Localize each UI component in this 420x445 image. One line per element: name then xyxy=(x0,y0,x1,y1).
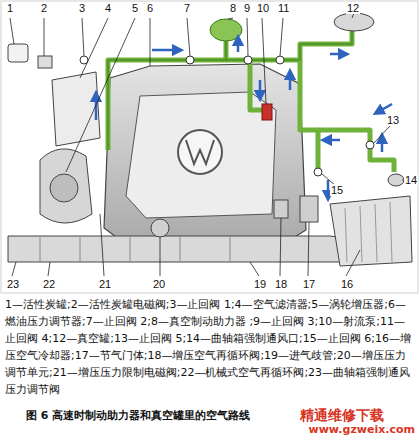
callout-number: 4 xyxy=(104,2,112,14)
callout-number: 19 xyxy=(253,278,267,290)
figure-caption: 图 6 高速时制动助力器和真空罐里的空气路线 xyxy=(26,410,250,422)
jet-pump xyxy=(262,104,272,120)
intake-pipe xyxy=(8,236,346,262)
solenoid-valve xyxy=(38,56,52,68)
check-valve xyxy=(314,168,322,176)
callout-number: 5 xyxy=(131,2,139,14)
cooler-fins xyxy=(345,202,392,262)
figure-frame xyxy=(1,1,418,293)
callout-number: 7 xyxy=(183,2,191,14)
callout-number: 17 xyxy=(302,278,316,290)
crankcase-vent xyxy=(388,174,404,186)
check-valve xyxy=(366,141,374,149)
intake-pipe-ribs xyxy=(40,236,230,262)
callout-number: 11 xyxy=(277,2,290,14)
callout-number: 15 xyxy=(330,184,344,196)
callout-number: 23 xyxy=(6,278,20,290)
callout-number: 21 xyxy=(98,278,112,290)
callout-number: 12 xyxy=(346,2,360,14)
vw-logo xyxy=(178,130,222,174)
carbon-canister xyxy=(8,44,28,62)
charge-air-cooler xyxy=(330,196,412,266)
check-valve xyxy=(276,56,284,64)
callout-number: 6 xyxy=(146,2,154,14)
callout-number: 20 xyxy=(152,278,166,290)
turbo-wheel xyxy=(50,174,78,202)
watermark: www.gzweix.com xyxy=(309,424,415,436)
callout-number: 14 xyxy=(404,174,418,186)
turbocharger xyxy=(40,149,92,223)
leader-lines xyxy=(10,13,404,276)
recirc-valve xyxy=(274,200,288,218)
callout-number: 16 xyxy=(340,278,354,290)
engine-block xyxy=(104,64,306,246)
callout-number: 8 xyxy=(229,2,237,14)
legend-text: 1—活性炭罐;2—活性炭罐电磁阀;3—止回阀 1;4—空气滤清器;5—涡轮增压器… xyxy=(5,296,415,398)
flow-arrows xyxy=(96,40,392,196)
watermark: 精通维修下载 xyxy=(300,408,384,423)
boost-regulator xyxy=(151,219,169,237)
callout-number: 1 xyxy=(6,2,14,14)
vacuum-lines xyxy=(108,30,394,172)
callout-number: 22 xyxy=(42,278,56,290)
callout-number: 9 xyxy=(243,2,251,14)
vw-logo-mark xyxy=(186,140,214,164)
callout-number: 2 xyxy=(40,2,48,14)
brake-booster xyxy=(210,19,242,41)
throttle-body xyxy=(300,196,318,222)
callout-number: 13 xyxy=(386,114,400,126)
callout-number: 10 xyxy=(256,2,270,14)
check-valve xyxy=(186,56,194,64)
callout-number: 18 xyxy=(274,278,288,290)
callout-number: 3 xyxy=(78,2,86,14)
air-filter xyxy=(52,72,100,146)
check-valve xyxy=(244,56,252,64)
vacuum-tank xyxy=(334,13,374,31)
vacuum-line-edges xyxy=(108,30,352,150)
